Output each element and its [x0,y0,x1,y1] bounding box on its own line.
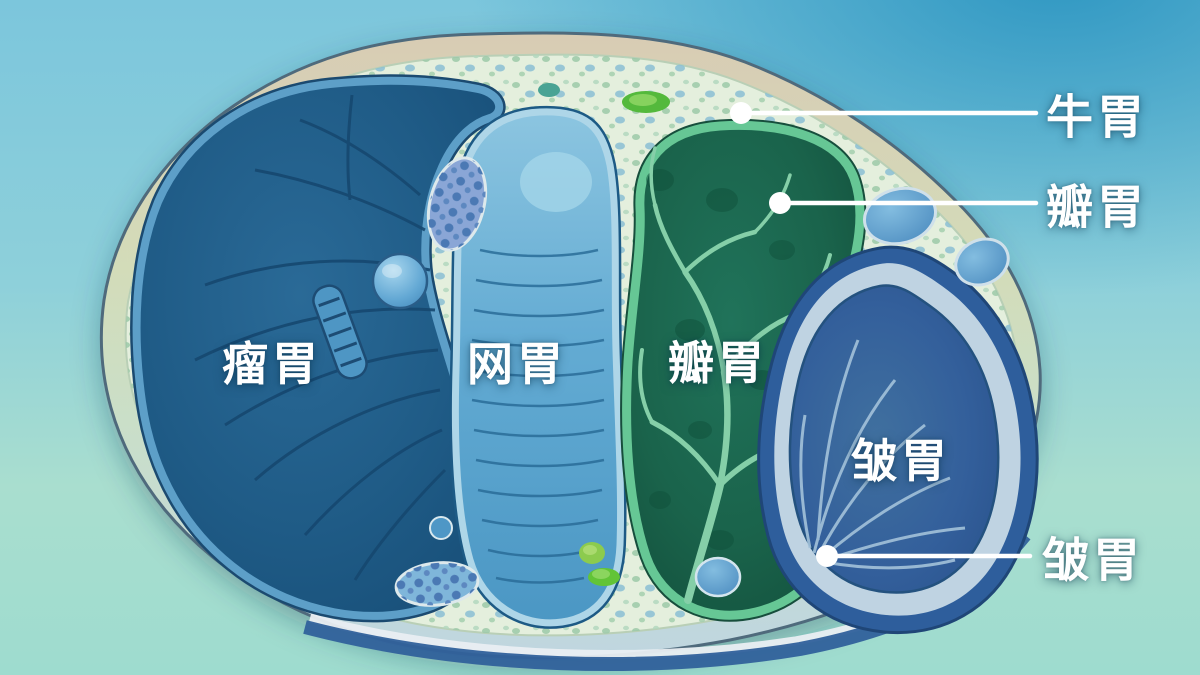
green-gland-bottom-2 [588,568,620,586]
leader-dot-abomasum [816,545,838,567]
abomasum-label: 皱胃 [851,435,951,487]
callout-label-abomasum: 皱胃 [1042,533,1144,587]
green-gland-bottom-1 [579,542,605,564]
honeycomb-patch-bottom [394,561,480,607]
rumen-label: 瘤胃 [222,338,322,390]
honeycomb-patch-top [426,156,488,252]
leader-dot-omasum [769,192,791,214]
small-blue-node [429,516,453,540]
teal-gland-top [538,83,560,97]
blue-gland-bottom [694,556,742,598]
reticulum-label: 网胃 [467,338,567,390]
leader-dot-cow-stomach [730,102,752,124]
sphincter-bubble [371,252,429,310]
callout-leaders [750,110,1039,559]
green-gland-top [622,91,670,113]
callout-dots [730,102,838,567]
omasum-label: 瓣胃 [668,337,768,389]
blue-lobe-upper-right-2 [954,237,1010,287]
bubble-highlight [382,264,402,278]
rumen-pillar-ladder [312,284,368,380]
callout-label-omasum: 瓣胃 [1046,180,1148,234]
callout-label-cow-stomach: 牛胃 [1046,90,1148,144]
